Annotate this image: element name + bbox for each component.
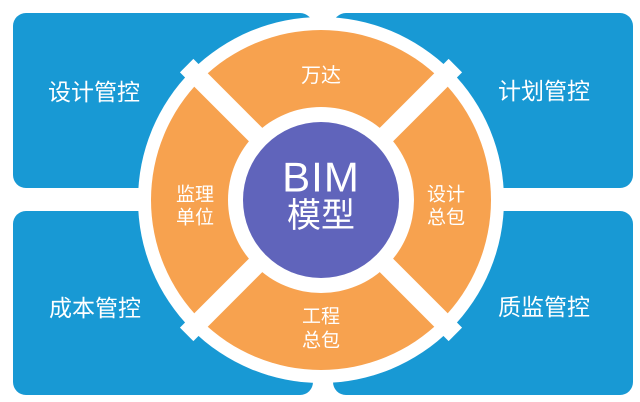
panel-label-quality-control: 质监管控: [498, 294, 590, 320]
center-circle: [243, 122, 399, 278]
ring-label-design-epc-line1: 设计: [427, 184, 465, 206]
center-label-model: 模型: [287, 197, 355, 235]
center-label-bim: BIM: [282, 154, 360, 201]
ring-label-design-epc-line2: 总包: [427, 207, 465, 229]
panel-label-design-control: 设计管控: [48, 79, 140, 105]
panel-label-plan-control: 计划管控: [498, 78, 590, 104]
ring-label-owner: 万达: [301, 64, 341, 87]
ring-label-supervision-line1: 监理: [176, 184, 214, 206]
panel-label-cost-control: 成本管控: [49, 295, 141, 321]
ring-label-supervision-line2: 单位: [176, 207, 214, 229]
ring-label-eng-epc-line2: 总包: [302, 330, 340, 352]
ring-label-eng-epc-line1: 工程: [302, 306, 340, 328]
